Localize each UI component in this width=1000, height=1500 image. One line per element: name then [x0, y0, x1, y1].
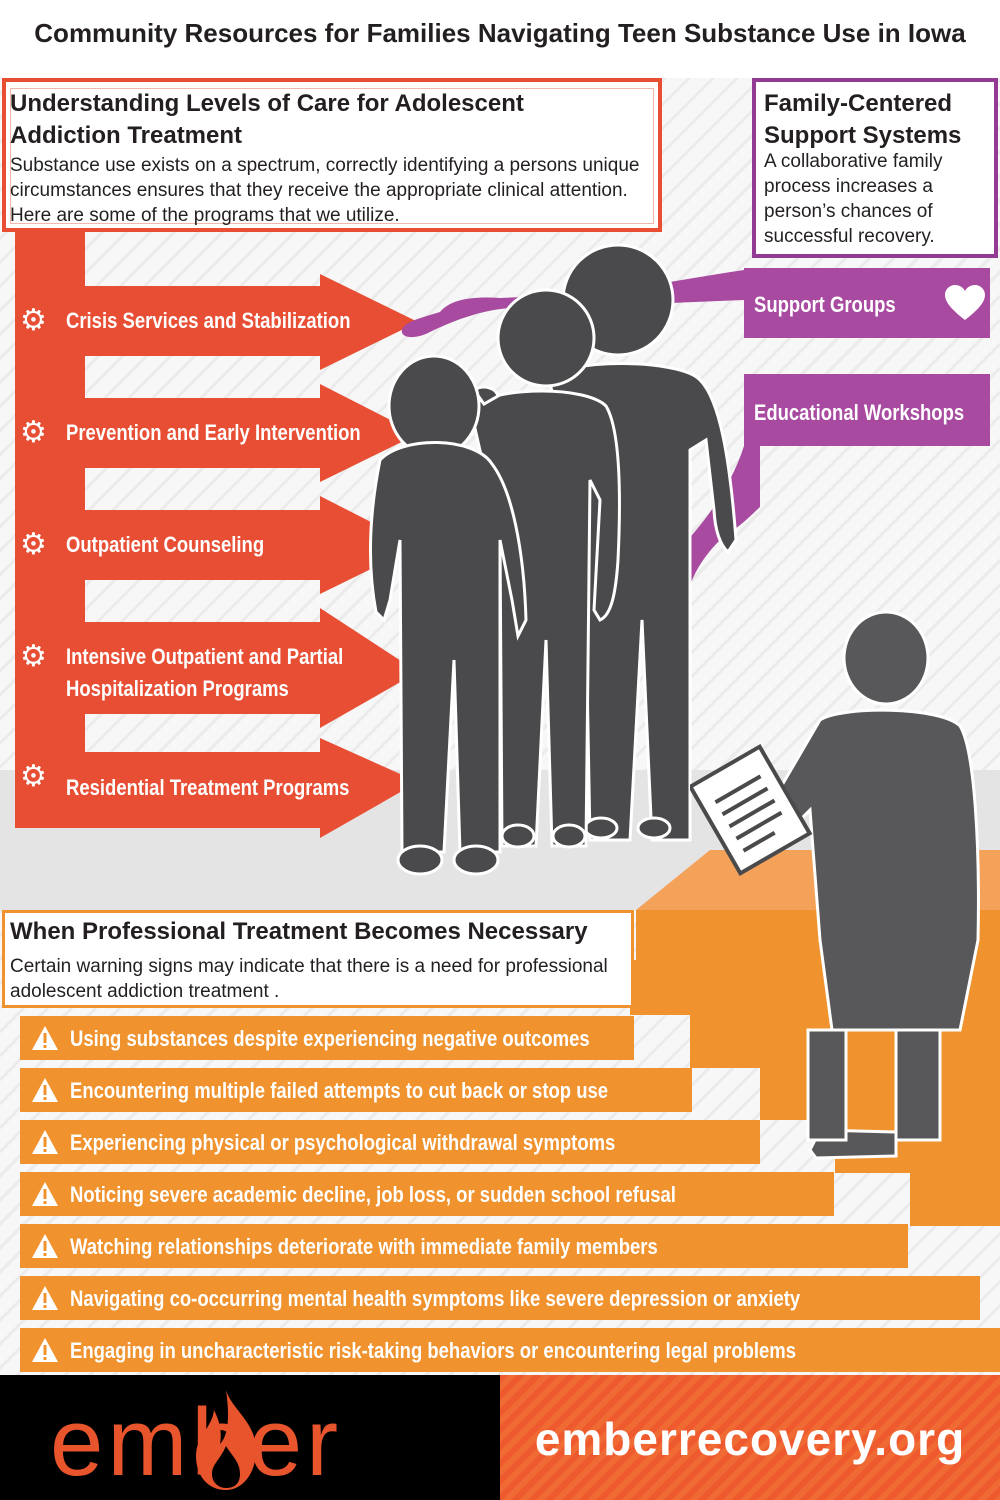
- arrow-prevention: [15, 384, 418, 482]
- title-bar: [0, 0, 1000, 78]
- warning-sign-bar: [20, 1328, 1000, 1372]
- warning-sign-text: Using substances despite experiencing ne…: [70, 1026, 590, 1051]
- levels-of-care-title: Understanding Levels of Care for Adolesc…: [10, 90, 524, 149]
- family-support-box: [752, 78, 998, 258]
- family-support-title: Family-Centered Support Systems: [764, 90, 962, 149]
- gear-icon: ⚙: [20, 416, 47, 449]
- warning-sign-text: Encountering multiple failed attempts to…: [70, 1078, 609, 1103]
- care-item-residential: Residential Treatment Programs: [66, 775, 350, 800]
- gear-icon: ⚙: [20, 528, 47, 561]
- warning-icon: [32, 1130, 58, 1154]
- stair-step: [910, 1173, 1000, 1226]
- warning-sign-text: Watching relationships deteriorate with …: [70, 1234, 658, 1259]
- clipboard-icon: [690, 743, 813, 877]
- care-item-intensive-line1: Intensive Outpatient and Partial: [66, 644, 344, 669]
- clinician-figure-graphic: [690, 610, 980, 1160]
- warning-sign-bar: [20, 1068, 692, 1112]
- care-item-prevention: Prevention and Early Intervention: [66, 420, 361, 445]
- care-item-crisis: Crisis Services and Stabilization: [66, 308, 351, 333]
- warning-icon: [32, 1338, 58, 1362]
- levels-of-care-description: Substance use exists on a spectrum, corr…: [10, 155, 640, 226]
- education-arm: [668, 446, 760, 628]
- professional-treatment-title: When Professional Treatment Becomes Nece…: [10, 918, 588, 945]
- educational-workshops-box: [744, 374, 990, 446]
- warning-icon: [32, 1234, 58, 1258]
- warning-sign-text: Experiencing physical or psychological w…: [70, 1130, 616, 1155]
- support-groups-label: Support Groups: [754, 292, 896, 317]
- warning-icon: [32, 1026, 58, 1050]
- arrow-intensive: [15, 608, 418, 728]
- clinician-leg: [894, 1028, 942, 1142]
- warning-sign-bar: [20, 1120, 760, 1164]
- website-url[interactable]: emberrecovery.org: [534, 1413, 966, 1465]
- gear-icon: ⚙: [20, 640, 47, 673]
- warning-sign-bar: [20, 1016, 634, 1060]
- warning-sign-text: Navigating co-occurring mental health sy…: [70, 1286, 801, 1311]
- teen-figure: [369, 354, 528, 876]
- warning-sign-text: Noticing severe academic decline, job lo…: [70, 1182, 676, 1207]
- family-figures-graphic: [369, 243, 738, 876]
- warning-icon: [32, 1182, 58, 1206]
- warning-sign-bar: [20, 1276, 980, 1320]
- footer-url-area: [500, 1375, 1000, 1500]
- warning-icon: [32, 1286, 58, 1310]
- gear-icon: ⚙: [20, 304, 47, 337]
- ember-logo: ember: [50, 1389, 343, 1496]
- care-item-intensive-line2: Hospitalization Programs: [66, 676, 289, 701]
- heart-icon: [945, 285, 985, 320]
- family-support-description: A collaborative family process increases…: [764, 151, 943, 247]
- warning-sign-bar: [20, 1172, 834, 1216]
- arrow-residential: [15, 738, 418, 838]
- care-arrows-graphic: [15, 232, 418, 838]
- flame-icon: [196, 1390, 256, 1490]
- care-item-outpatient: Outpatient Counseling: [66, 532, 265, 557]
- levels-of-care-box: [2, 78, 662, 232]
- educational-workshops-label: Educational Workshops: [754, 400, 965, 425]
- warning-sign-text: Engaging in uncharacteristic risk-taking…: [70, 1338, 797, 1363]
- arrow-crisis: [15, 274, 418, 370]
- warning-icon: [32, 1078, 58, 1102]
- warning-sign-bar: [20, 1224, 908, 1268]
- clinician-coat: [747, 708, 980, 1082]
- page-title: Community Resources for Families Navigat…: [34, 18, 966, 48]
- gear-icon: ⚙: [20, 760, 47, 793]
- clinician-head: [842, 610, 930, 706]
- professional-treatment-box: [2, 910, 634, 1008]
- clinician-pant: [806, 1028, 848, 1142]
- professional-treatment-description: Certain warning signs may indicate that …: [10, 956, 608, 1002]
- arrow-outpatient: [15, 496, 418, 594]
